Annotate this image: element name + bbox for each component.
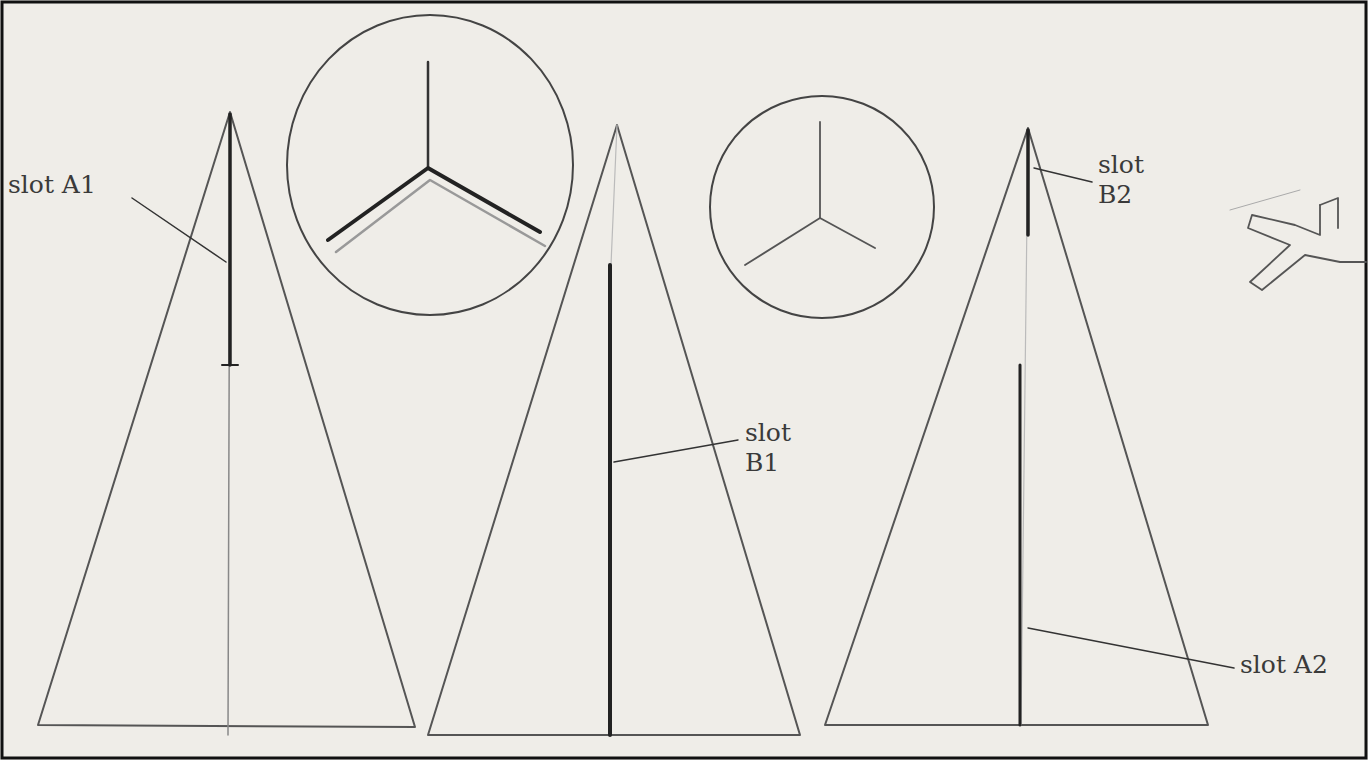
slot-label: slot B2 <box>1098 150 1160 210</box>
triangle-piece <box>825 128 1208 725</box>
slot-line <box>608 265 612 735</box>
slot-label: slot B1 <box>745 418 807 478</box>
top-view-circle <box>287 15 573 315</box>
triangle-piece <box>38 112 415 735</box>
slot-line <box>1026 130 1030 235</box>
triangle-piece <box>428 125 800 735</box>
slot-label: slot A2 <box>1240 650 1328 680</box>
top-view-circle <box>710 96 934 318</box>
leader-lines <box>132 168 1234 668</box>
slot-label: slot A1 <box>8 170 96 200</box>
slot-line <box>228 114 232 365</box>
slot-line <box>1019 365 1022 725</box>
assembly-sketch <box>1230 190 1366 290</box>
